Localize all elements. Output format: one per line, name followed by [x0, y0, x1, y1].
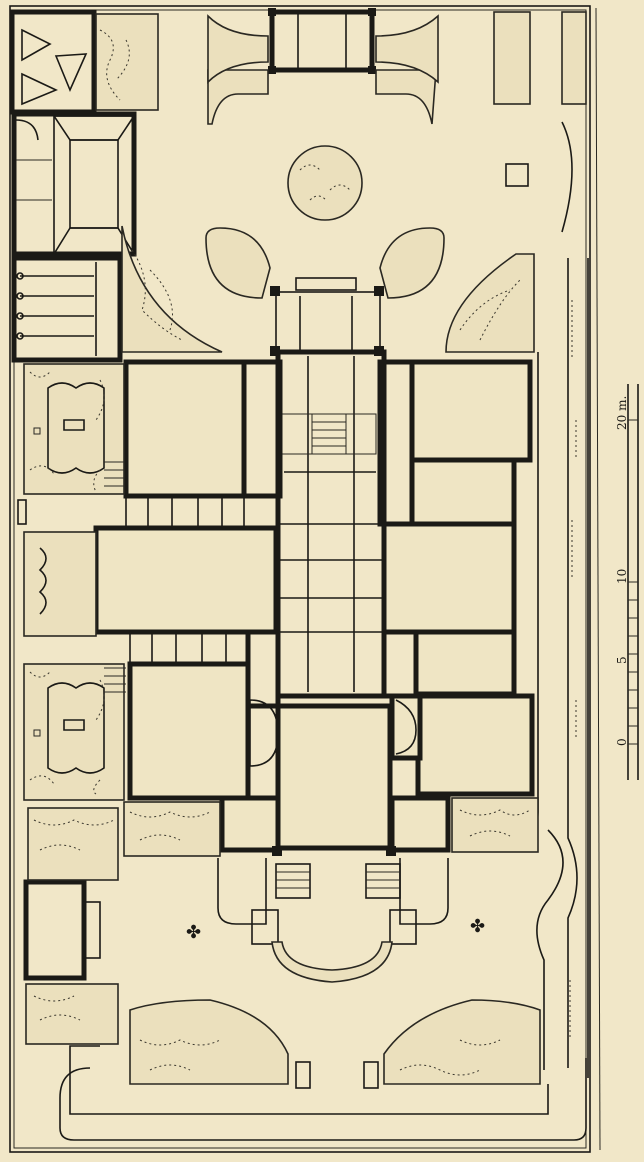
round-pool: [287, 145, 363, 221]
sw-pavilion: [23, 807, 119, 1045]
room-nw: [123, 359, 247, 499]
south-steps-west: [275, 863, 311, 899]
room-se: [415, 693, 535, 797]
central-stair: [312, 413, 346, 455]
east-garden-beds: [123, 797, 539, 857]
south-garden: ✤ ✤: [59, 858, 587, 1141]
stables: [11, 255, 123, 363]
upper-garden: [95, 8, 587, 353]
fleuron-east-icon: ✤: [470, 916, 485, 937]
south-steps-east: [365, 863, 401, 899]
room-east-mid: [413, 629, 517, 697]
main-house: [93, 349, 535, 856]
west-steps-north: [104, 461, 124, 487]
west-steps-south: [104, 667, 126, 693]
fleuron-west-icon: ✤: [186, 922, 201, 943]
room-east-hall: [381, 521, 517, 635]
room-south-centre: [275, 703, 393, 851]
scale-label-zero: 0: [615, 738, 629, 746]
loggia-west-north: [125, 495, 245, 529]
loggia-west-south: [129, 631, 249, 665]
scale-label-twenty: 20 m.: [615, 396, 629, 430]
north-portico: [270, 277, 384, 356]
room-sw: [127, 661, 251, 801]
scale-label-ten: 10: [615, 569, 629, 584]
room-west-hall: [93, 525, 279, 635]
room-ne: [409, 359, 533, 463]
scale-bar: 0 5 10 20 m.: [615, 384, 639, 780]
scale-label-five: 5: [615, 656, 629, 664]
outbuilding: [11, 111, 137, 257]
west-parterres: [17, 363, 126, 801]
service-court: [9, 9, 97, 115]
room-east-small: [409, 457, 517, 527]
